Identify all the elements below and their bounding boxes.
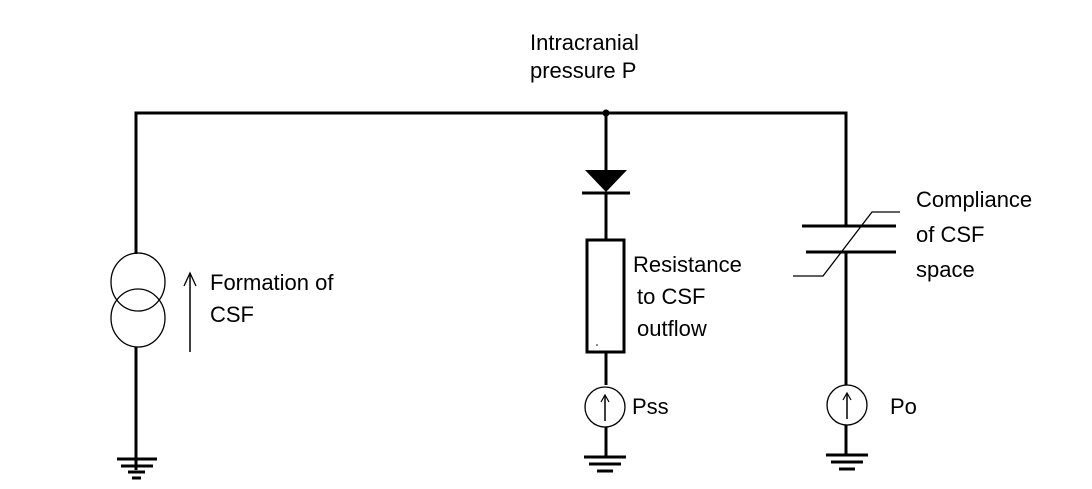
po-label: Po <box>890 394 917 419</box>
compliance-label-line1: Compliance <box>916 187 1032 212</box>
node-label-line1: Intracranial <box>530 30 639 55</box>
formation-label-line1: Formation of <box>210 270 334 295</box>
node-label-line2: pressure P <box>530 58 636 83</box>
resistance-label-line2: to CSF <box>637 284 705 309</box>
resistance-label-line3: outflow <box>637 316 707 341</box>
variable-capacitor-icon <box>793 211 900 277</box>
formation-label-line2: CSF <box>210 302 254 327</box>
ground-icon <box>584 455 626 473</box>
compliance-label-line3: space <box>916 257 975 282</box>
resistor-icon <box>585 238 626 354</box>
resistance-label-line1: Resistance <box>633 252 742 277</box>
compliance-label-line2: of CSF <box>916 222 984 247</box>
pss-source-icon <box>584 386 626 428</box>
pss-label: Pss <box>632 394 669 419</box>
ground-icon <box>826 453 868 471</box>
diode-icon <box>582 170 630 195</box>
current-source-icon <box>110 245 166 385</box>
arrow-up-icon <box>183 271 197 352</box>
ground-icon <box>117 457 157 480</box>
po-source-icon <box>826 384 868 426</box>
